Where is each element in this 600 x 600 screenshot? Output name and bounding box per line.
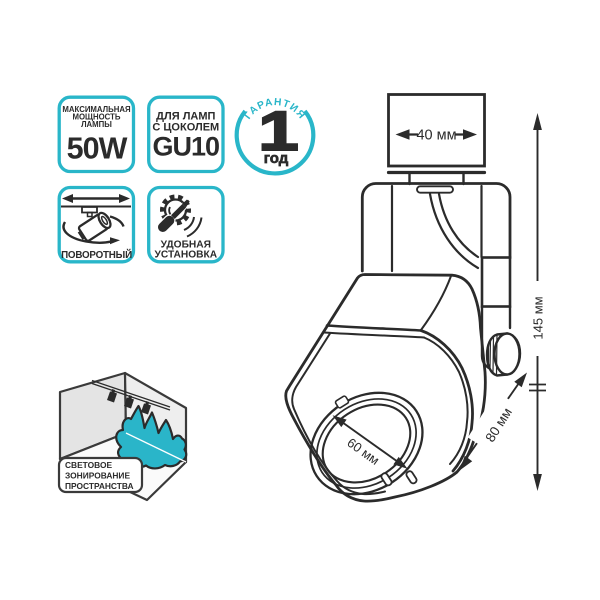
svg-text:УСТАНОВКА: УСТАНОВКА xyxy=(155,250,218,261)
svg-text:МОЩНОСТЬ: МОЩНОСТЬ xyxy=(72,113,120,122)
svg-text:ЛАМПЫ: ЛАМПЫ xyxy=(81,120,112,129)
svg-text:145 мм: 145 мм xyxy=(531,296,546,339)
svg-text:GU10: GU10 xyxy=(153,132,220,162)
svg-text:ДЛЯ ЛАМП: ДЛЯ ЛАМП xyxy=(156,111,215,123)
svg-text:ЗОНИРОВАНИЕ: ЗОНИРОВАНИЕ xyxy=(65,471,130,481)
svg-text:50W: 50W xyxy=(67,132,128,166)
svg-text:ПОВОРОТНЫЙ: ПОВОРОТНЫЙ xyxy=(61,249,132,261)
svg-text:СВЕТОВОЕ: СВЕТОВОЕ xyxy=(65,460,112,470)
svg-text:МАКСИМАЛЬНАЯ: МАКСИМАЛЬНАЯ xyxy=(62,105,131,114)
svg-text:40 мм: 40 мм xyxy=(416,128,456,144)
svg-text:ПРОСТРАНСТВА: ПРОСТРАНСТВА xyxy=(65,481,134,491)
svg-text:УДОБНАЯ: УДОБНАЯ xyxy=(161,240,211,251)
svg-text:год: год xyxy=(264,150,289,167)
svg-text:1: 1 xyxy=(258,99,298,162)
svg-text:С ЦОКОЛЕМ: С ЦОКОЛЕМ xyxy=(152,122,219,134)
